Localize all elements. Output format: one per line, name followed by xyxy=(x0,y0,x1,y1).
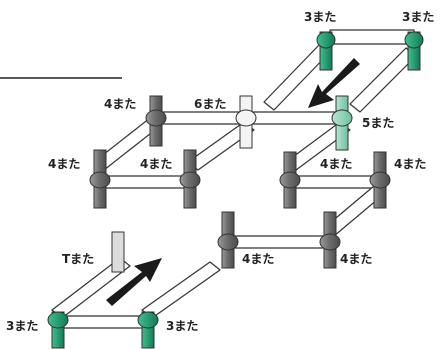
joint-6way xyxy=(235,109,257,127)
joint-t xyxy=(111,231,125,273)
label-4way: 4また xyxy=(394,157,427,171)
label-6way: 6また xyxy=(194,97,227,111)
pipe xyxy=(59,315,149,329)
label-3way: 3また xyxy=(166,319,199,333)
label-3way: 3また xyxy=(6,319,39,333)
label-4way: 4また xyxy=(48,157,81,171)
label-4way: 4また xyxy=(242,252,275,266)
joint-4way xyxy=(369,171,391,189)
label-4way: 4また xyxy=(340,252,373,266)
joint-4way xyxy=(319,233,341,251)
joint-4way xyxy=(217,233,239,251)
pipe xyxy=(103,175,191,189)
label-4way: 4また xyxy=(320,157,353,171)
pipe xyxy=(349,47,417,113)
joint-4way xyxy=(145,109,167,127)
joint-3way xyxy=(316,31,336,49)
pipe xyxy=(227,235,331,249)
joint-3way xyxy=(137,311,159,329)
label-4way: 4また xyxy=(104,97,137,111)
label-4way: 4また xyxy=(140,157,173,171)
label-5way: 5また xyxy=(362,116,395,130)
joint-5way xyxy=(331,109,353,127)
direction-arrow-up xyxy=(106,258,162,306)
label-3way: 3また xyxy=(402,10,435,24)
pipe xyxy=(329,29,415,45)
joint-3way xyxy=(47,311,69,329)
joint-3way xyxy=(404,31,424,49)
direction-arrow-down xyxy=(308,58,360,108)
pipe xyxy=(289,175,381,189)
joint-4way xyxy=(279,171,301,189)
joint-4way xyxy=(179,171,201,189)
label-3way: 3また xyxy=(304,10,337,24)
label-tway: Tまた xyxy=(62,252,95,266)
joint-4way xyxy=(89,171,111,189)
